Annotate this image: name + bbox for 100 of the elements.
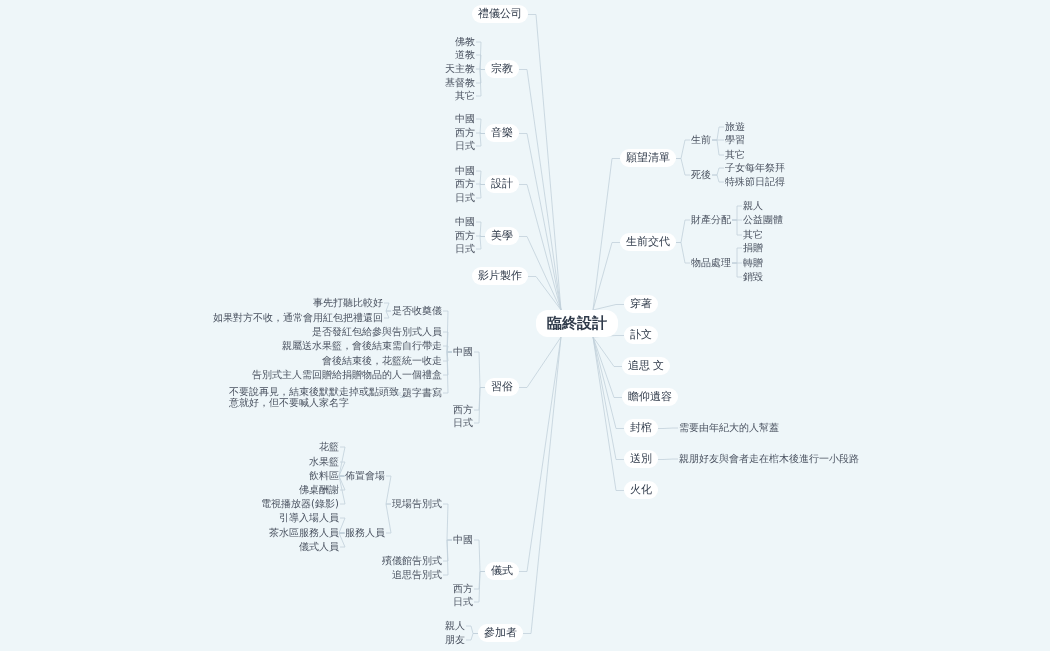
connector-line: [385, 503, 392, 534]
subtopic-text: 親人: [444, 620, 466, 632]
connector-line: [518, 236, 562, 311]
subtopic-text: 是否收奠儀: [391, 305, 443, 317]
topic-box: 儀式: [485, 561, 519, 581]
subtopic-text: 佈置會場: [344, 470, 386, 482]
subtopic-text: 西方: [454, 178, 476, 190]
topic-box: 習俗: [485, 377, 519, 397]
subtopic-text: 花籃: [318, 441, 340, 453]
subtopic-text: 需要由年紀大的人幫蓋: [678, 422, 780, 434]
connector-line: [442, 539, 453, 576]
subtopic-text: 追思告別式: [391, 569, 443, 581]
topic-box: 追思 文: [621, 356, 670, 376]
subtopic-text: 佛桌酬謝: [298, 484, 340, 496]
connector-line: [675, 158, 691, 176]
topic-box: 禮儀公司: [472, 4, 528, 24]
topic-box: 影片製作: [472, 266, 528, 286]
connector-line: [592, 336, 623, 367]
subtopic-text: 題字書寫: [401, 387, 443, 399]
subtopic-text: 殯儀館告別式: [381, 555, 443, 567]
connector-line: [383, 310, 392, 319]
subtopic-text: 其它: [454, 90, 476, 102]
topic-box: 宗教: [485, 59, 519, 79]
connector-line: [395, 392, 406, 398]
topic-box: 參加者: [477, 623, 523, 643]
subtopic-text: 茶水區服務人員: [268, 527, 340, 539]
subtopic-text: 特殊節日記得: [724, 176, 786, 188]
topic-box: 穿著: [624, 294, 658, 314]
subtopic-text: 親人: [742, 200, 764, 212]
connector-line: [657, 427, 679, 429]
subtopic-text: 子女每年祭拜: [724, 162, 786, 174]
connector-line: [465, 633, 479, 641]
connector-line: [592, 336, 625, 491]
subtopic-text: 西方: [454, 127, 476, 139]
connector-line: [711, 139, 725, 156]
connector-line: [711, 174, 725, 183]
subtopic-text: 西方: [452, 404, 474, 416]
subtopic-text: 天主教: [444, 63, 476, 75]
subtopic-text: 水果籃: [308, 456, 340, 468]
subtopic-text: 中國: [454, 165, 476, 177]
subtopic-text: 中國: [452, 346, 474, 358]
subtopic-text: 日式: [454, 243, 476, 255]
subtopic-text: 告別式主人需回贈給捐贈物品的人一個禮盒: [251, 369, 443, 381]
subtopic-text: 其它: [742, 229, 764, 241]
topic-box: 生前交代: [620, 232, 676, 252]
connector-line: [527, 14, 562, 311]
subtopic-text: 公益團體: [742, 214, 784, 226]
subtopic-text: 日式: [452, 596, 474, 608]
subtopic-text: 道教: [454, 49, 476, 61]
subtopic-text: 西方: [452, 583, 474, 595]
connector-line: [731, 262, 743, 278]
subtopic-text: 銷毀: [742, 271, 764, 283]
subtopic-text: 中國: [454, 113, 476, 125]
connector-line: [338, 475, 346, 491]
topic-box: 訃文: [624, 325, 658, 345]
subtopic-text: 現場告別式: [391, 498, 443, 510]
subtopic-text: 轉贈: [742, 257, 764, 269]
connector-line: [518, 336, 562, 388]
connector-line: [338, 475, 346, 505]
subtopic-text: 親朋好友與會者走在棺木後進行一小段路: [678, 453, 860, 465]
subtopic-text: 物品處理: [690, 257, 732, 269]
subtopic-text: 親屬送水果籃，會後結束需自行帶走: [281, 340, 443, 352]
connector-line: [592, 242, 621, 311]
subtopic-text: 日式: [454, 192, 476, 204]
subtopic-text: 中國: [454, 216, 476, 228]
subtopic-text: 西方: [454, 230, 476, 242]
subtopic-text: 服務人員: [344, 527, 386, 539]
subtopic-text: 會後結束後，花籃統一收走: [321, 355, 443, 367]
topic-box: 送別: [624, 449, 658, 469]
connector-line: [527, 276, 562, 311]
subtopic-text: 學習: [724, 134, 746, 146]
topic-box: 美學: [485, 226, 519, 246]
subtopic-text: 基督教: [444, 77, 476, 89]
topic-box: 瞻仰遺容: [622, 387, 678, 407]
topic-box: 設計: [485, 174, 519, 194]
topic-box: 火化: [624, 480, 658, 500]
subtopic-text: 捐贈: [742, 242, 764, 254]
topic-box: 願望清單: [620, 148, 676, 168]
subtopic-text: 佛教: [454, 36, 476, 48]
subtopic-text: 日式: [452, 417, 474, 429]
subtopic-text: 飲料區: [308, 470, 340, 482]
connector-line: [657, 458, 679, 460]
subtopic-text: 生前: [690, 134, 712, 146]
subtopic-text: 引導入場人員: [278, 512, 340, 524]
connector-line: [338, 532, 346, 548]
connector-line: [338, 517, 346, 534]
subtopic-text: 如果對方不收，通常會用紅包把禮還回: [212, 312, 384, 324]
subtopic-text: 旅遊: [724, 121, 746, 133]
subtopic-text: 電視播放器(錄影): [260, 498, 340, 510]
connector-line: [338, 461, 346, 477]
subtopic-text: 死後: [690, 169, 712, 181]
subtopic-text: 儀式人員: [298, 541, 340, 553]
subtopic-text: 日式: [454, 140, 476, 152]
subtopic-text: 其它: [724, 149, 746, 161]
subtopic-text: 不要說再見，結束後默默走掉或點頭致意就好，但不要喊人家名字: [228, 385, 400, 409]
topic-box: 音樂: [485, 123, 519, 143]
topic-box: 封棺: [624, 418, 658, 438]
subtopic-text: 事先打聽比較好: [312, 297, 384, 309]
subtopic-text: 中國: [452, 534, 474, 546]
connector-line: [731, 219, 743, 236]
